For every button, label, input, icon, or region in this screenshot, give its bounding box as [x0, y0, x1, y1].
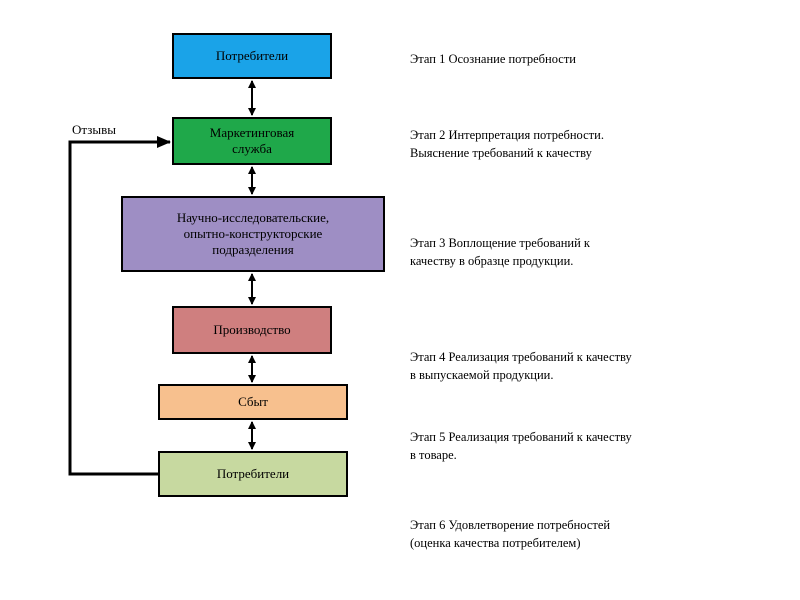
stage-1-text: Этап 1 Осознание потребности — [410, 52, 576, 66]
feedback-loop-arrow — [68, 136, 171, 476]
feedback-label: Отзывы — [72, 122, 116, 137]
stage-3-text: Этап 3 Воплощение требований к качеству … — [410, 236, 591, 268]
node-consumers-bottom: Потребители — [158, 451, 348, 497]
node-consumers-top: Потребители — [172, 33, 332, 79]
node-marketing: Маркетинговая служба — [172, 117, 332, 165]
stage-2-text: Этап 2 Интерпретация потребности. Выясне… — [410, 128, 604, 160]
stage-4-text: Этап 4 Реализация требований к качеству … — [410, 350, 632, 382]
node-production: Производство — [172, 306, 332, 354]
node-sales: Сбыт — [158, 384, 348, 420]
node-rnd: Научно-исследовательские, опытно-констру… — [121, 196, 385, 272]
stage-5-text: Этап 5 Реализация требований к качеству … — [410, 430, 632, 462]
stage-6-text: Этап 6 Удовлетворение потребностей (оцен… — [410, 518, 611, 550]
